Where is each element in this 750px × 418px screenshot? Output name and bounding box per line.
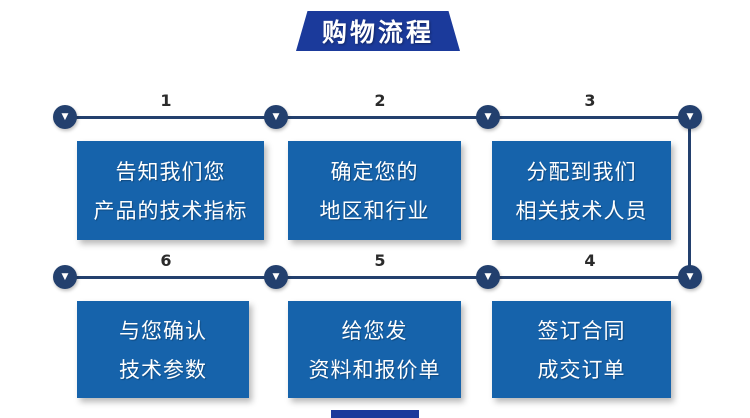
step-number-1: 1 — [160, 91, 172, 110]
next-section-ribbon-partial — [331, 410, 419, 418]
step-box-text: 技术参数 — [119, 358, 207, 382]
step-number-4: 4 — [584, 251, 596, 270]
connector-line-right — [688, 118, 691, 278]
flow-node: ▼ — [53, 105, 77, 129]
step-number-5: 5 — [374, 251, 386, 270]
step-box-3: 分配到我们 相关技术人员 — [492, 141, 671, 240]
step-box-5: 给您发 资料和报价单 — [288, 301, 461, 398]
arrow-down-icon: ▼ — [484, 111, 492, 122]
step-box-text: 告知我们您 — [115, 160, 226, 184]
step-box-text: 成交订单 — [537, 358, 626, 382]
step-box-text: 确定您的 — [330, 160, 419, 184]
step-number-2: 2 — [374, 91, 386, 110]
step-box-4: 签订合同 成交订单 — [492, 301, 671, 398]
flow-node: ▼ — [476, 105, 500, 129]
flow-node: ▼ — [264, 265, 288, 289]
arrow-down-icon: ▼ — [686, 111, 694, 122]
flow-node: ▼ — [264, 105, 288, 129]
step-box-1: 告知我们您 产品的技术指标 — [77, 141, 264, 240]
section-title-ribbon: 购物流程 — [296, 11, 460, 51]
connector-line-bottom — [65, 276, 691, 279]
connector-line-top — [65, 116, 691, 119]
step-number-6: 6 — [160, 251, 172, 270]
step-box-text: 地区和行业 — [319, 199, 430, 223]
flow-node: ▼ — [678, 265, 702, 289]
step-box-text: 与您确认 — [119, 319, 207, 343]
step-box-6: 与您确认 技术参数 — [77, 301, 249, 398]
page-title: 购物流程 — [321, 18, 434, 47]
step-box-text: 分配到我们 — [526, 160, 637, 184]
flow-node: ▼ — [476, 265, 500, 289]
arrow-down-icon: ▼ — [484, 271, 492, 282]
arrow-down-icon: ▼ — [61, 271, 69, 282]
step-box-text: 产品的技术指标 — [93, 199, 248, 223]
arrow-down-icon: ▼ — [272, 111, 280, 122]
arrow-down-icon: ▼ — [61, 111, 69, 122]
flow-node: ▼ — [53, 265, 77, 289]
step-box-text: 给您发 — [341, 319, 408, 343]
flow-node: ▼ — [678, 105, 702, 129]
arrow-down-icon: ▼ — [686, 271, 694, 282]
step-box-text: 相关技术人员 — [515, 199, 648, 223]
arrow-down-icon: ▼ — [272, 271, 280, 282]
step-box-2: 确定您的 地区和行业 — [288, 141, 461, 240]
step-number-3: 3 — [584, 91, 596, 110]
step-box-text: 签订合同 — [537, 319, 626, 343]
step-box-text: 资料和报价单 — [308, 358, 441, 382]
